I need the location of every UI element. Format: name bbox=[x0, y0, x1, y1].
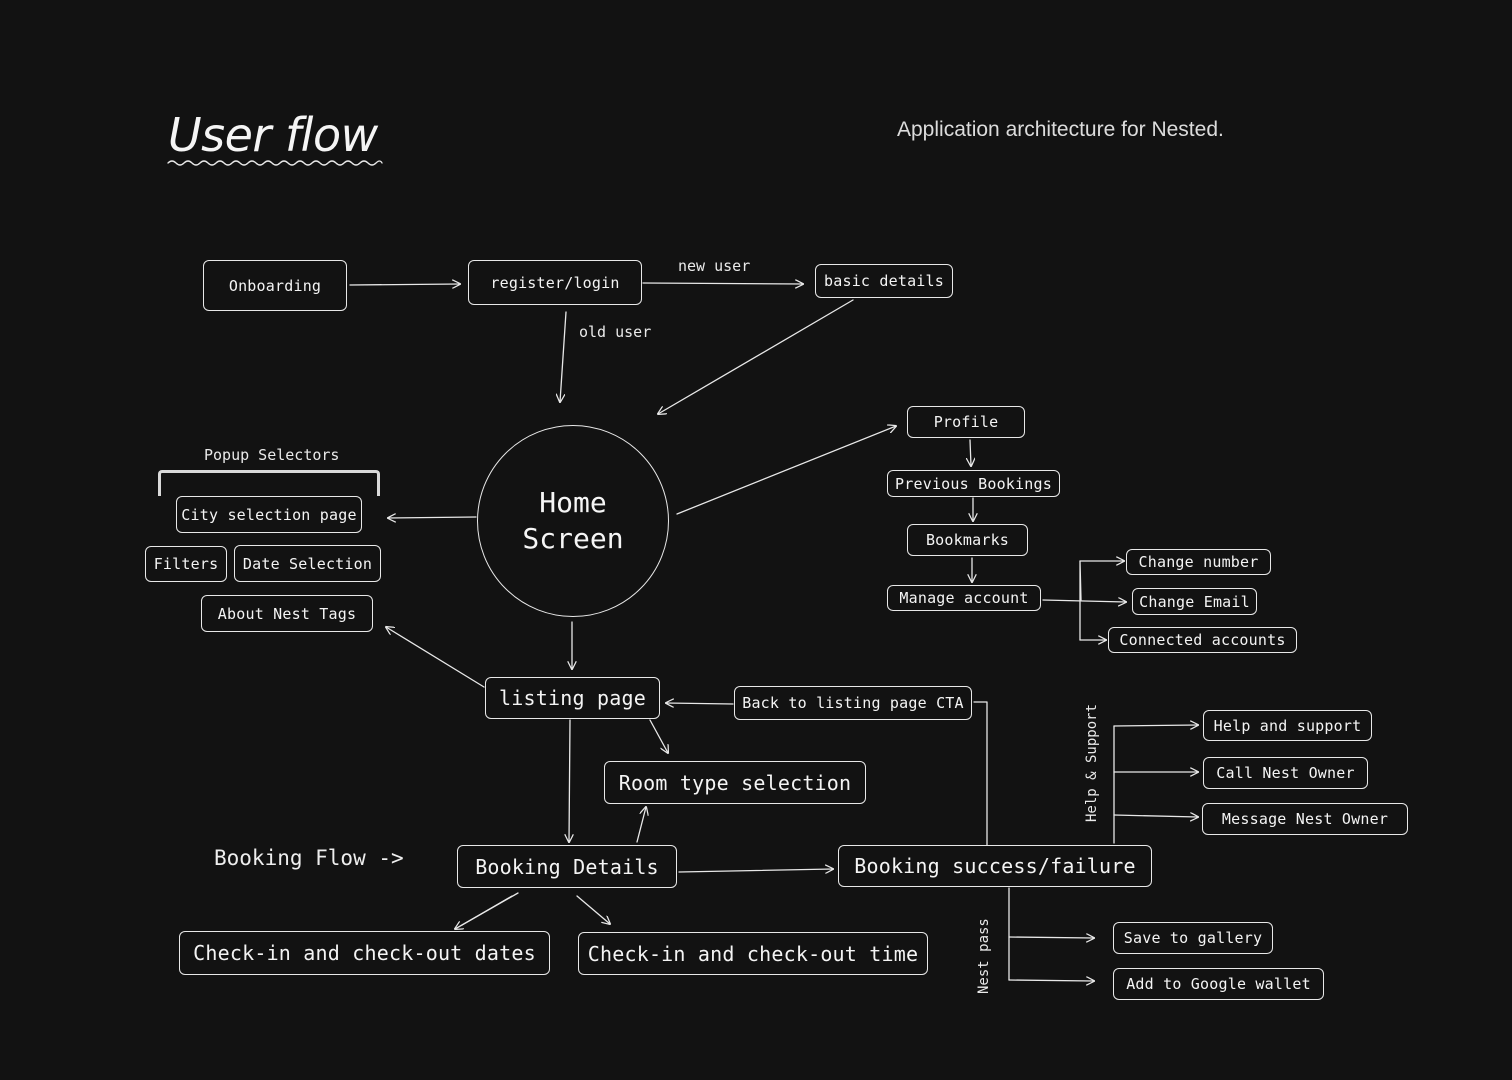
node-home-screen[interactable]: Home Screen bbox=[477, 425, 669, 617]
node-save-to-gallery[interactable]: Save to gallery bbox=[1113, 922, 1273, 954]
node-checkin-dates[interactable]: Check-in and check-out dates bbox=[179, 931, 550, 975]
node-change-email[interactable]: Change Email bbox=[1132, 588, 1257, 615]
node-add-to-google-wallet[interactable]: Add to Google wallet bbox=[1113, 968, 1324, 1000]
edge-onboarding-register bbox=[349, 284, 460, 285]
popup-selectors-bracket bbox=[158, 470, 380, 496]
node-filters[interactable]: Filters bbox=[145, 546, 227, 582]
edge-listing-tags bbox=[386, 627, 485, 688]
node-onboarding[interactable]: Onboarding bbox=[203, 260, 347, 311]
edge-back-listing bbox=[666, 703, 734, 704]
edge-home-city bbox=[388, 517, 477, 518]
edge-home-profile bbox=[676, 426, 896, 515]
title-underline bbox=[167, 160, 383, 166]
edge-success-back bbox=[973, 701, 988, 846]
label-booking-flow: Booking Flow -> bbox=[214, 846, 404, 870]
node-call-nest-owner[interactable]: Call Nest Owner bbox=[1203, 757, 1368, 789]
home-line-2: Screen bbox=[522, 522, 624, 555]
node-back-to-listing[interactable]: Back to listing page CTA bbox=[734, 686, 972, 720]
page-title: User flow bbox=[168, 108, 378, 162]
edge-manage-email bbox=[1042, 600, 1126, 602]
node-booking-success[interactable]: Booking success/failure bbox=[838, 845, 1152, 887]
edge-register-basic bbox=[642, 283, 803, 284]
edge-register-home bbox=[560, 311, 567, 402]
label-popup-selectors: Popup Selectors bbox=[204, 446, 340, 464]
edge-booking-room bbox=[636, 807, 646, 843]
label-help-support: Help & Support bbox=[1084, 703, 1100, 822]
edge-manage-branch bbox=[1079, 560, 1082, 641]
node-checkin-time[interactable]: Check-in and check-out time bbox=[578, 932, 928, 975]
label-new-user: new user bbox=[678, 257, 751, 275]
node-room-type-selection[interactable]: Room type selection bbox=[604, 761, 866, 804]
node-message-nest-owner[interactable]: Message Nest Owner bbox=[1202, 803, 1408, 835]
edge-profile-prev bbox=[970, 439, 971, 466]
node-connected-accounts[interactable]: Connected accounts bbox=[1108, 627, 1297, 653]
edge-basic-home bbox=[658, 299, 854, 414]
edge-booking-success bbox=[678, 869, 833, 872]
node-date-selection[interactable]: Date Selection bbox=[234, 545, 381, 582]
label-nest-pass: Nest pass bbox=[976, 918, 992, 994]
node-basic-details[interactable]: basic details bbox=[815, 264, 953, 298]
node-help-and-support[interactable]: Help and support bbox=[1203, 710, 1372, 741]
node-about-nest-tags[interactable]: About Nest Tags bbox=[201, 595, 373, 632]
edge-pass-wallet bbox=[1008, 980, 1094, 981]
node-previous-bookings[interactable]: Previous Bookings bbox=[887, 470, 1060, 497]
node-profile[interactable]: Profile bbox=[907, 406, 1025, 438]
edge-listing-booking bbox=[569, 719, 570, 842]
node-bookmarks[interactable]: Bookmarks bbox=[907, 524, 1028, 556]
edge-help-message bbox=[1113, 815, 1198, 817]
node-manage-account[interactable]: Manage account bbox=[887, 585, 1041, 611]
edge-help-support bbox=[1113, 725, 1198, 726]
node-register-login[interactable]: register/login bbox=[468, 260, 642, 305]
label-old-user: old user bbox=[579, 323, 652, 341]
node-listing-page[interactable]: listing page bbox=[485, 677, 660, 719]
edge-booking-time bbox=[576, 895, 610, 924]
edge-listing-room bbox=[649, 719, 668, 753]
node-booking-details[interactable]: Booking Details bbox=[457, 845, 677, 888]
edge-booking-dates-2 bbox=[461, 895, 513, 926]
node-change-number[interactable]: Change number bbox=[1126, 549, 1271, 575]
node-city-selection[interactable]: City selection page bbox=[176, 496, 362, 533]
edge-pass-gallery bbox=[1008, 937, 1094, 938]
page-subtitle: Application architecture for Nested. bbox=[897, 118, 1224, 141]
home-line-1: Home bbox=[539, 486, 607, 519]
